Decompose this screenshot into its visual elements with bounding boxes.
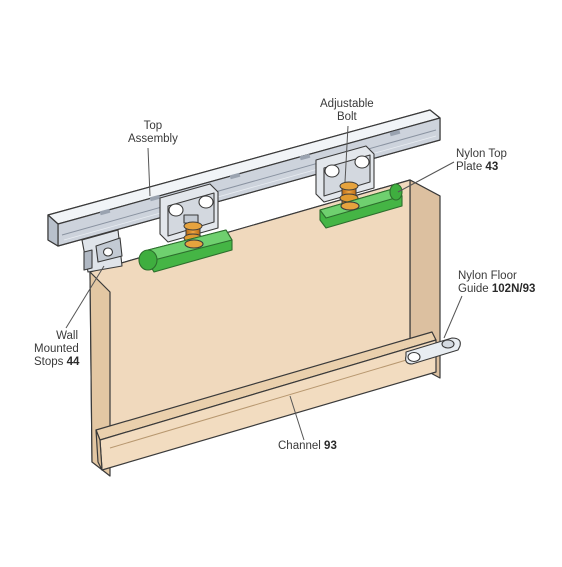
label-channel: Channel 93 bbox=[278, 440, 337, 452]
door-left-edge bbox=[89, 271, 111, 477]
channel bbox=[95, 331, 437, 471]
label-adjustable-bolt: Adjustable Bolt bbox=[320, 98, 374, 123]
label-nylon-top-plate: Nylon Top Plate 43 bbox=[456, 148, 507, 173]
leader-top-assembly bbox=[147, 147, 151, 197]
wall-stop bbox=[81, 229, 123, 273]
label-wall-mounted-stops: Wall Mounted Stops 44 bbox=[34, 330, 80, 368]
floor-guide bbox=[405, 337, 461, 365]
nylon-top-plate-left bbox=[138, 229, 233, 273]
label-top-assembly: Top Assembly bbox=[128, 120, 178, 145]
leader-adjustable-bolt bbox=[344, 125, 349, 183]
leader-floor-guide bbox=[443, 295, 463, 339]
roller-hanger-left bbox=[159, 183, 219, 243]
label-nylon-floor-guide: Nylon Floor Guide 102N/93 bbox=[458, 270, 536, 295]
leader-wall-stops bbox=[65, 265, 105, 329]
leader-nylon-top-plate bbox=[397, 161, 455, 193]
leader-lines bbox=[65, 125, 463, 441]
top-assembly-track bbox=[47, 109, 441, 247]
nylon-top-plate-right bbox=[319, 183, 403, 229]
leader-channel bbox=[289, 395, 305, 441]
